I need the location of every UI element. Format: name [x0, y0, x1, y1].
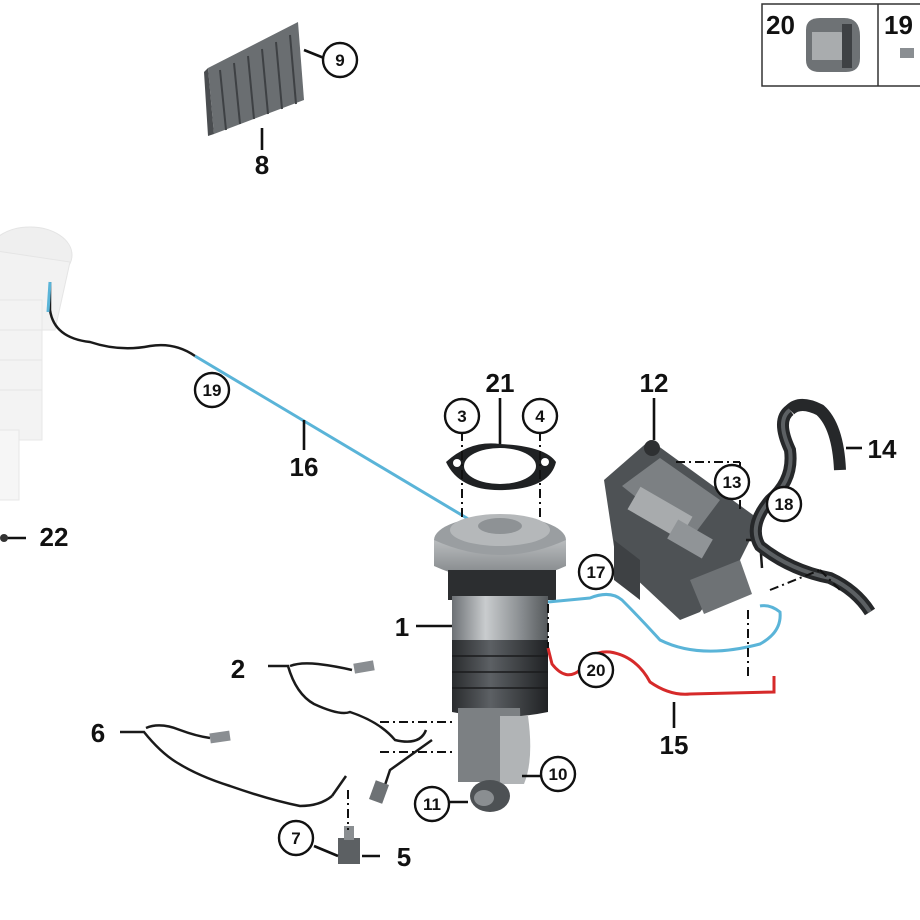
callout-7: 7	[277, 819, 315, 857]
sensor-wire-2	[268, 664, 428, 743]
label-15: 15	[660, 730, 689, 760]
sensor-bracket-5	[338, 826, 360, 864]
hose-connector-icon	[900, 48, 914, 58]
label-16: 16	[290, 452, 319, 482]
inset-box: 20 19	[761, 3, 920, 87]
svg-text:19: 19	[203, 381, 222, 400]
label-12: 12	[640, 368, 669, 398]
label-21: 21	[486, 368, 515, 398]
label-8: 8	[255, 150, 269, 180]
hose-connector-icon	[806, 18, 860, 72]
label-2: 2	[231, 654, 245, 684]
air-line-20	[546, 647, 776, 696]
svg-text:9: 9	[335, 51, 344, 70]
gasket	[446, 443, 556, 491]
svg-text:11: 11	[423, 795, 441, 814]
svg-text:13: 13	[723, 473, 742, 492]
label-5: 5	[397, 842, 411, 872]
inset-number-19: 19	[884, 10, 913, 40]
svg-text:4: 4	[535, 407, 545, 426]
label-6: 6	[91, 718, 105, 748]
callout-11: 11	[413, 785, 451, 823]
callout-19: 19	[193, 371, 231, 409]
label-1: 1	[395, 612, 409, 642]
callout-13: 13	[713, 463, 751, 501]
sensor-wire-16	[48, 282, 196, 358]
callout-4: 4	[521, 397, 559, 435]
callout-9: 9	[321, 41, 359, 79]
callout-20: 20	[577, 651, 615, 689]
air-line-19	[194, 354, 471, 522]
label-14: 14	[868, 434, 897, 464]
inset-number-20: 20	[766, 10, 795, 40]
callout-10: 10	[539, 755, 577, 793]
callout-17: 17	[577, 553, 615, 591]
svg-text:20: 20	[587, 661, 606, 680]
svg-text:3: 3	[457, 407, 466, 426]
svg-text:17: 17	[587, 563, 606, 582]
air-strut	[434, 514, 566, 812]
air-line-17	[547, 593, 782, 653]
callout-3: 3	[443, 397, 481, 435]
control-module	[204, 22, 304, 136]
svg-text:18: 18	[775, 495, 794, 514]
sensor-wire-6	[120, 730, 333, 808]
compressor-unit	[604, 440, 764, 620]
svg-text:10: 10	[549, 765, 568, 784]
ghost-front-strut	[0, 226, 73, 501]
callout-18: 18	[765, 485, 803, 523]
label-22: 22	[40, 522, 69, 552]
svg-text:7: 7	[291, 829, 300, 848]
